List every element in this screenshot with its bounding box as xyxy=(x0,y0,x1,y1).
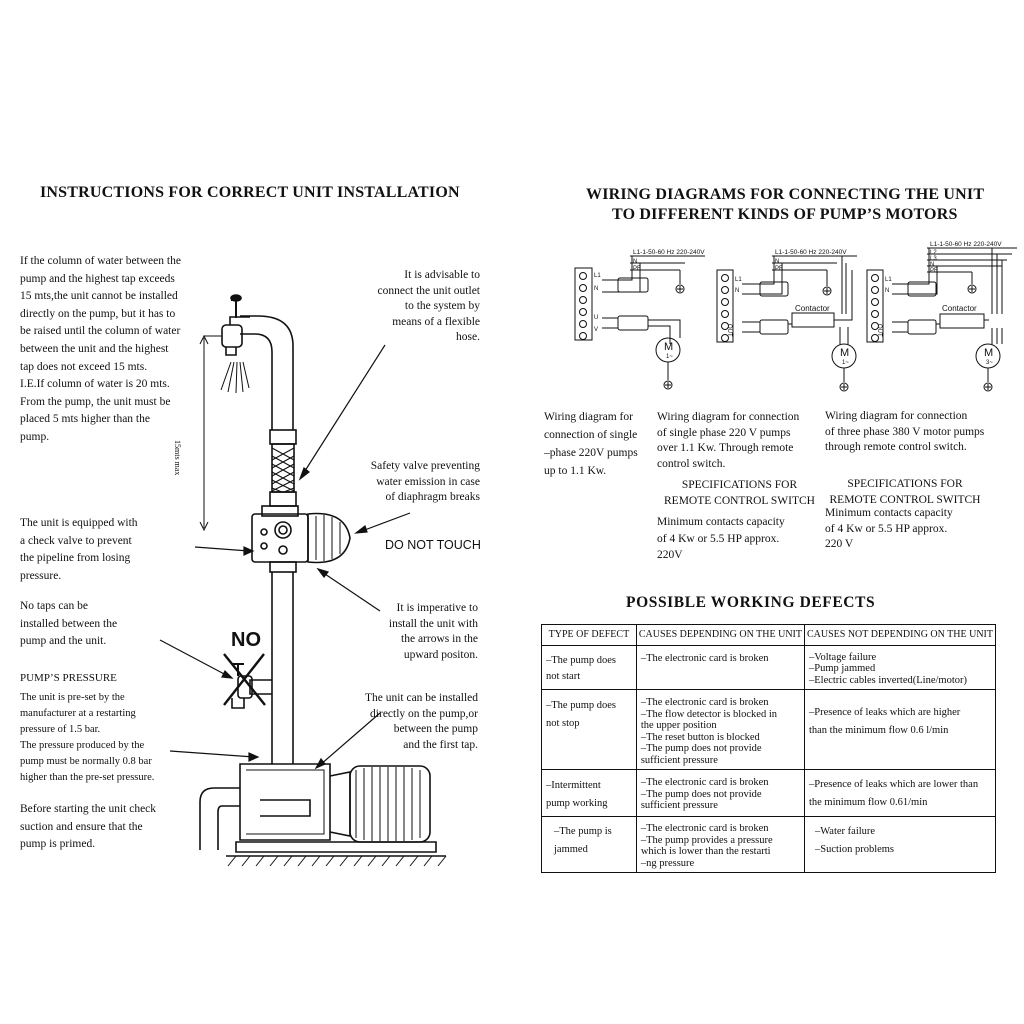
no-label: NO xyxy=(231,629,261,651)
other-cause-cell: –Voltage failure –Pump jammed –Electric … xyxy=(803,644,997,690)
terminal-u-label: U xyxy=(594,315,599,321)
neutral-label: N xyxy=(775,259,780,265)
do-not-touch-label: DO NOT TOUCH xyxy=(385,538,481,552)
outlet-note: It is advisable to connect the unit outl… xyxy=(377,269,480,343)
header-causes-not-unit: CAUSES NOT DEPENDING ON THE UNIT xyxy=(803,624,997,646)
wiring-caption-3: Wiring diagram for connection of three p… xyxy=(825,410,985,453)
motor-phase-label: 3~ xyxy=(986,360,993,366)
wiring-diagram-1: L1-1-50-60 Hz 220-240V N PE L1 N U V M 1… xyxy=(570,240,710,400)
terminal-n-label: N xyxy=(735,288,740,294)
motor-phase-label: 1~ xyxy=(842,360,849,366)
other-cause-cell: –Water failure –Suction problems xyxy=(803,816,997,873)
table-row: –The pump is jammed –The electronic card… xyxy=(541,816,997,873)
terminal-l1-label: L1 xyxy=(594,273,601,279)
spec-body-3: Minimum contacts capacity of 4 Kw or 5.5… xyxy=(825,507,953,550)
spec-title-2: SPECIFICATIONS FOR REMOTE CONTROL SWITCH xyxy=(664,479,815,507)
table-row: –The pump does not stop –The electronic … xyxy=(541,689,997,770)
terminal-n-label: N xyxy=(594,286,599,292)
arrows-note: It is imperative to install the unit wit… xyxy=(388,602,478,661)
pe-label: PE xyxy=(930,268,939,274)
defect-type-cell: –The pump does not start xyxy=(541,644,637,690)
unit-cause-cell: –The electronic card is broken –The flow… xyxy=(635,689,805,770)
terminal-v-label: V xyxy=(594,327,599,333)
supply-label: L1-1-50-60 Hz 220-240V xyxy=(775,249,847,256)
unit-cause-cell: –The electronic card is broken –The pump… xyxy=(635,769,805,817)
header-type-of-defect: TYPE OF DEFECT xyxy=(541,624,637,646)
table-row: –Intermittent pump working –The electron… xyxy=(541,769,997,817)
motor-label: M xyxy=(840,347,850,359)
unit-cause-cell: –The electronic card is broken xyxy=(635,644,805,690)
pressure-note: The unit is pre-set by the manufacturer … xyxy=(20,692,155,783)
motor-label: M xyxy=(664,341,674,353)
neutral-label: N xyxy=(930,262,935,268)
pe-label: PE xyxy=(633,266,642,272)
install-note: The unit can be installed directly on th… xyxy=(364,692,478,751)
pe-label: PE xyxy=(775,266,784,272)
defects-table: TYPE OF DEFECT CAUSES DEPENDING ON THE U… xyxy=(541,624,997,873)
neutral-label: N xyxy=(633,259,638,265)
wiring-title-line1: WIRING DIAGRAMS FOR CONNECTING THE UNIT xyxy=(586,186,985,203)
header-causes-unit: CAUSES DEPENDING ON THE UNIT xyxy=(635,624,805,646)
unit-cause-cell: –The electronic card is broken –The pump… xyxy=(635,816,805,873)
line-l3-label: L3 xyxy=(930,256,937,262)
dimension-label: 15mts max xyxy=(173,440,182,476)
motor-label: M xyxy=(984,347,994,359)
check-note: Before starting the unit check suction a… xyxy=(20,803,157,851)
wiring-title-line2: TO DIFFERENT KINDS OF PUMP’S MOTORS xyxy=(612,206,958,223)
defect-type-cell: –The pump does not stop xyxy=(541,689,637,770)
other-cause-cell: –Presence of leaks which are higher than… xyxy=(803,689,997,770)
terminal-l1-label: L1 xyxy=(885,277,892,283)
wiring-diagram-3-lines xyxy=(866,247,1017,392)
table-row: –The pump does not start –The electronic… xyxy=(541,644,997,690)
spec-title-3: SPECIFICATIONS FOR REMOTE CONTROL SWITCH xyxy=(829,478,981,506)
wiring-diagram-2-lines xyxy=(716,255,857,392)
pressure-heading: PUMP’S PRESSURE xyxy=(20,672,117,684)
column-note: If the column of water between the pump … xyxy=(20,255,181,443)
other-cause-cell: –Presence of leaks which are lower than … xyxy=(803,769,997,817)
wiring-diagram-2: L1-1-50-60 Hz 220-240V N PE L1 N OUT Con… xyxy=(712,240,862,400)
installation-title: INSTRUCTIONS FOR CORRECT UNIT INSTALLATI… xyxy=(40,184,460,201)
check-valve-note: The unit is equipped with a check valve … xyxy=(20,517,138,582)
contactor-label: Contactor xyxy=(942,304,977,313)
safety-valve-note: Safety valve preventing water emission i… xyxy=(370,460,480,503)
contactor-label: Contactor xyxy=(795,304,830,313)
defects-title: POSSIBLE WORKING DEFECTS xyxy=(626,594,876,611)
spec-body-2: Minimum contacts capacity of 4 Kw or 5.5… xyxy=(657,516,785,561)
wiring-diagram-3: L1-1-50-60 Hz 220-240V L2 L3 N PE L1 N O… xyxy=(862,236,1022,406)
terminal-l1-label: L1 xyxy=(735,277,742,283)
table-header-row: TYPE OF DEFECT CAUSES DEPENDING ON THE U… xyxy=(541,624,997,646)
supply-label: L1-1-50-60 Hz 220-240V xyxy=(930,241,1002,248)
wiring-caption-2: Wiring diagram for connection of single … xyxy=(657,411,800,470)
supply-label: L1-1-50-60 Hz 220-240V xyxy=(633,249,705,256)
defect-type-cell: –The pump is jammed xyxy=(541,816,637,873)
line-l2-label: L2 xyxy=(930,250,937,256)
motor-phase-label: 1~ xyxy=(666,354,673,360)
wiring-diagram-1-lines xyxy=(574,255,705,390)
terminal-n-label: N xyxy=(885,288,890,294)
wiring-caption-1: Wiring diagram for connection of single … xyxy=(544,411,638,477)
no-taps-note: No taps can be installed between the pum… xyxy=(20,600,118,648)
defect-type-cell: –Intermittent pump working xyxy=(541,769,637,817)
